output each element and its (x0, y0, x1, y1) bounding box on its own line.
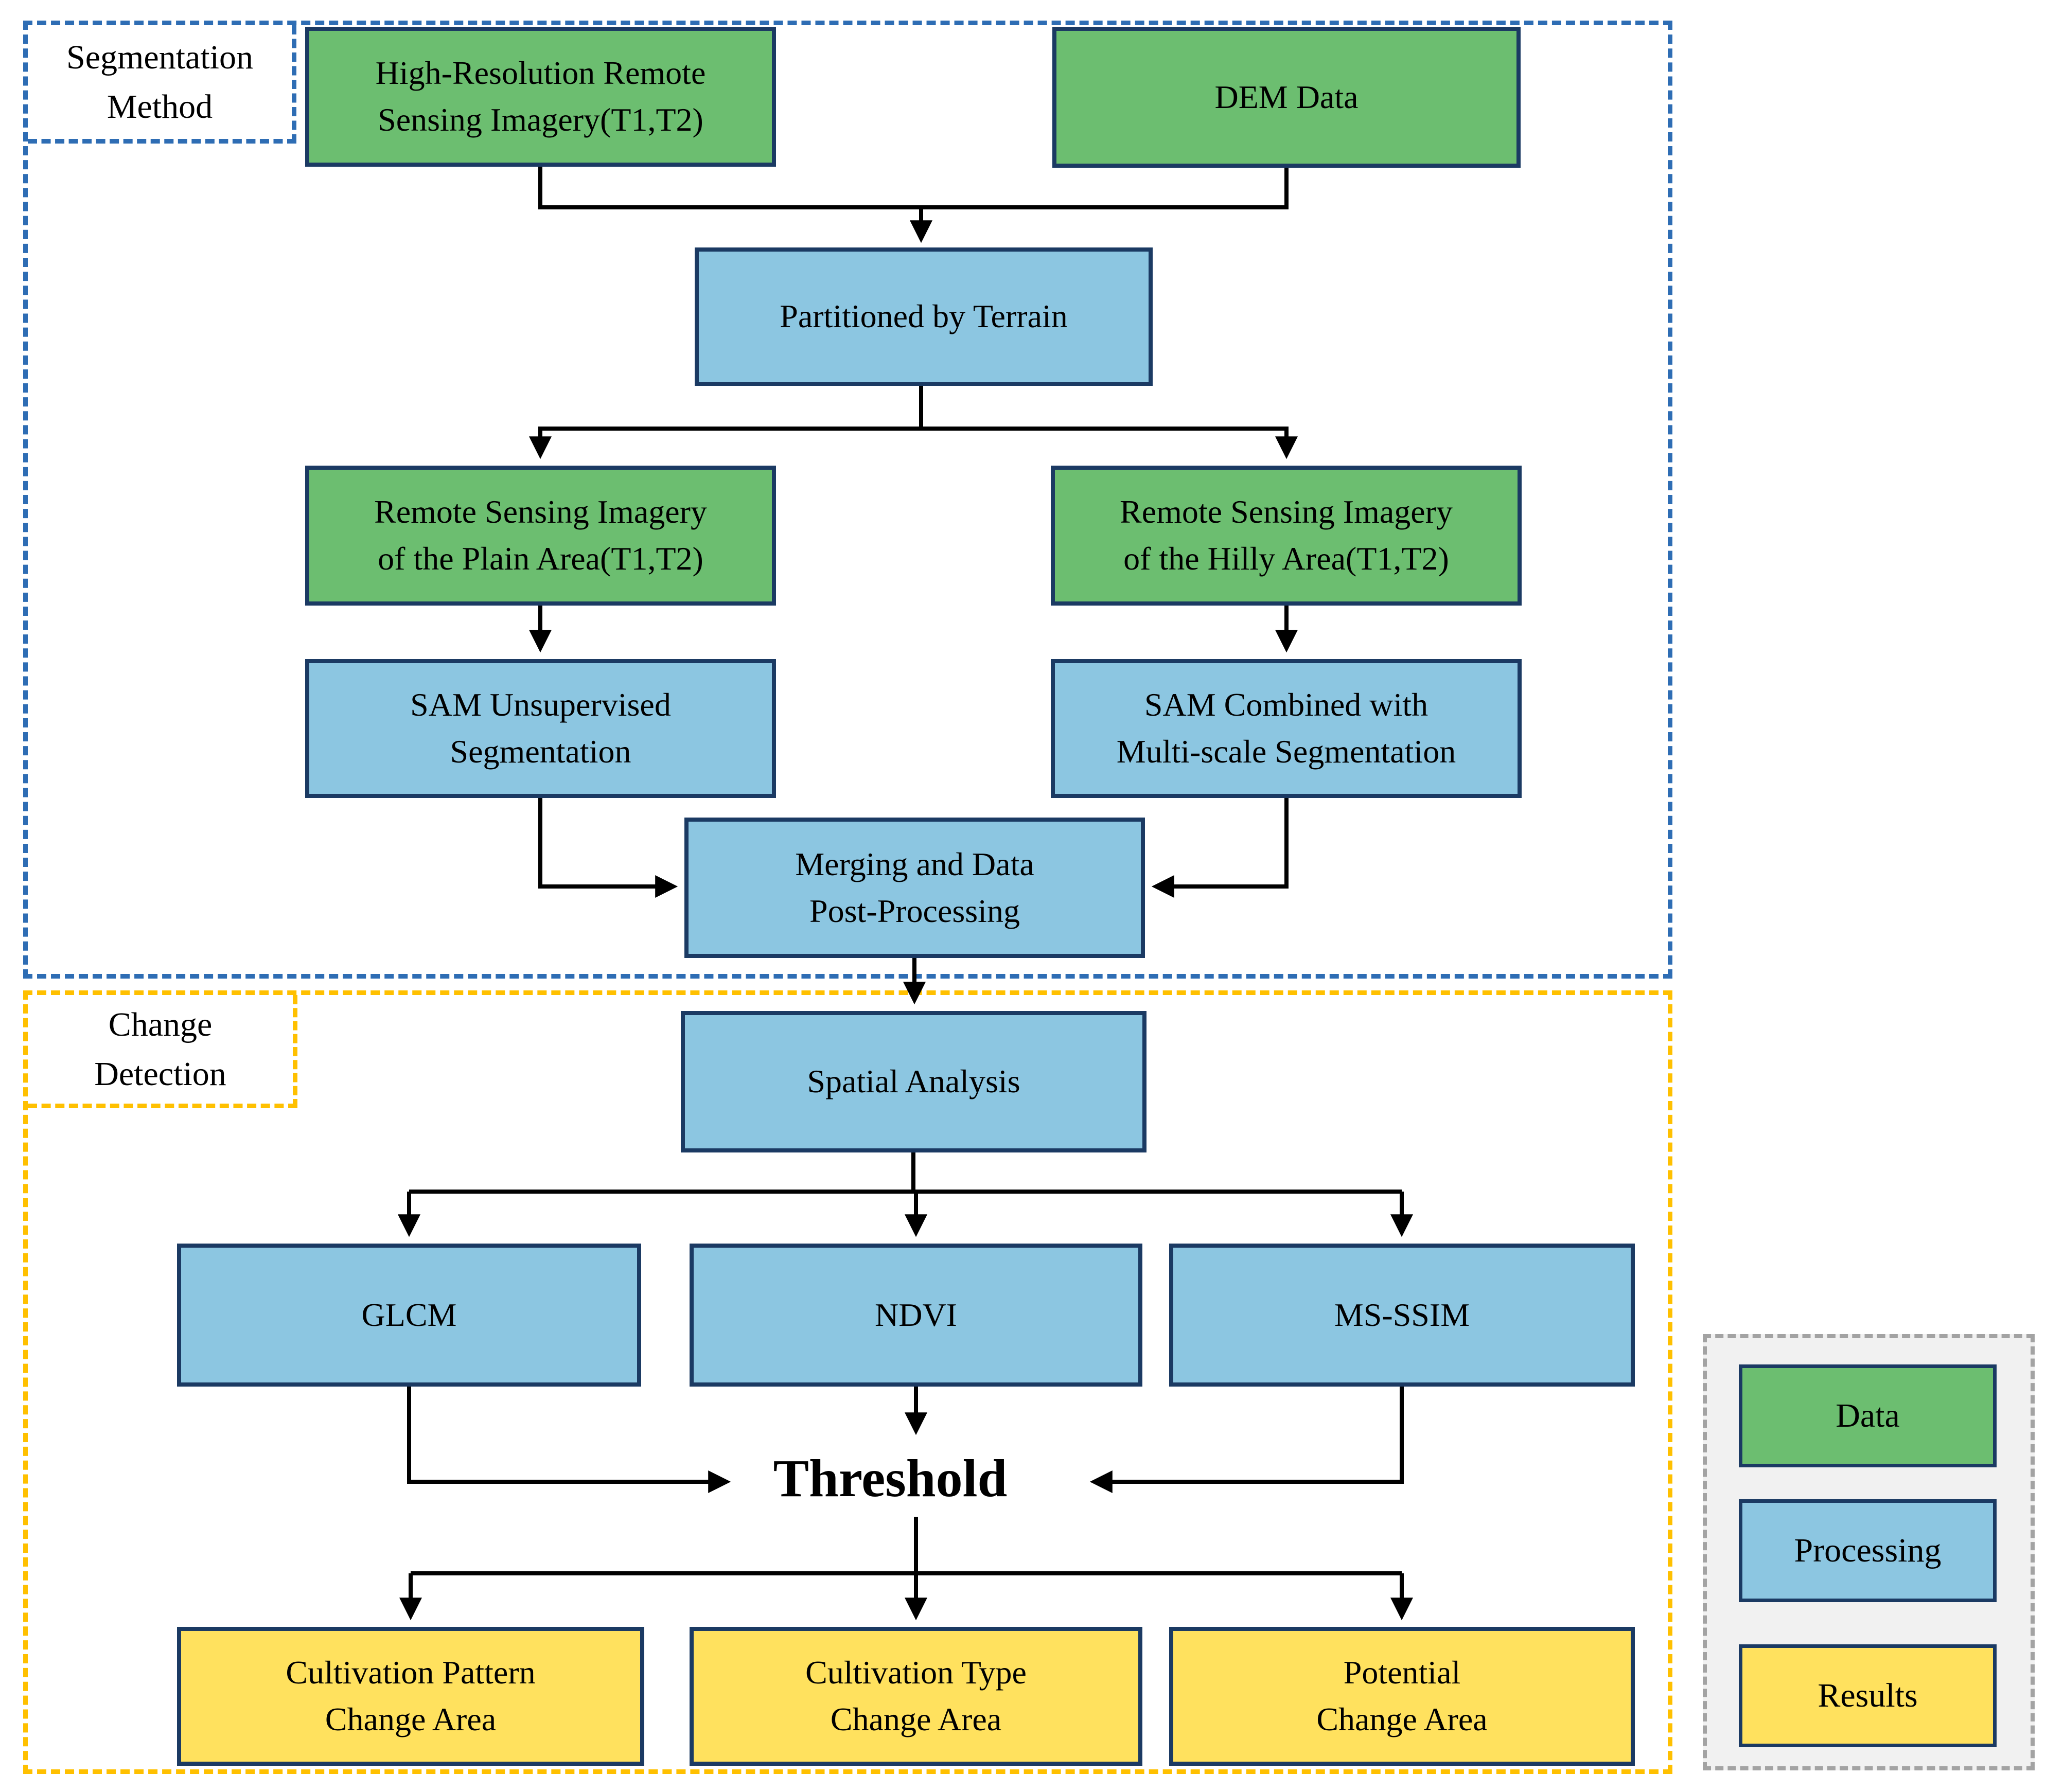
segmentation-label-line2: Method (107, 87, 213, 126)
node-glcm: GLCM (177, 1244, 641, 1387)
node-text: Post-Processing (809, 892, 1020, 929)
node-high-resolution-imagery: High-Resolution Remote Sensing Imagery(T… (305, 27, 776, 167)
node-text: High-Resolution Remote (375, 55, 706, 92)
node-text: Threshold (773, 1448, 1008, 1508)
node-plain-area-imagery: Remote Sensing Imagery of the Plain Area… (305, 466, 776, 606)
node-spatial-analysis: Spatial Analysis (681, 1011, 1147, 1152)
segmentation-label-line1: Segmentation (66, 38, 253, 76)
legend: Data Processing Results (1703, 1334, 2035, 1770)
node-text: MS-SSIM (1334, 1296, 1470, 1333)
node-text: Change Area (325, 1701, 497, 1737)
node-cultivation-pattern-change-area: Cultivation Pattern Change Area (177, 1627, 644, 1766)
node-ms-ssim: MS-SSIM (1169, 1244, 1635, 1387)
node-text: GLCM (361, 1296, 457, 1333)
legend-item-processing: Processing (1739, 1499, 1997, 1602)
node-text: Cultivation Type (805, 1654, 1027, 1691)
node-cultivation-type-change-area: Cultivation Type Change Area (690, 1627, 1142, 1766)
threshold-label: Threshold (736, 1440, 1045, 1517)
node-partitioned-by-terrain: Partitioned by Terrain (695, 247, 1153, 386)
node-sam-unsupervised-segmentation: SAM Unsupervised Segmentation (305, 659, 776, 798)
legend-item-label: Results (1818, 1677, 1918, 1714)
change-detection-section-label: Change Detection (28, 995, 297, 1108)
node-text: Remote Sensing Imagery (374, 493, 707, 530)
node-text: Segmentation (450, 733, 631, 770)
segmentation-section-label: Segmentation Method (28, 25, 296, 144)
node-text: Remote Sensing Imagery (1120, 493, 1453, 530)
node-dem-data: DEM Data (1052, 27, 1521, 168)
node-text: SAM Combined with (1144, 686, 1428, 723)
change-detection-label-line2: Detection (94, 1055, 226, 1093)
node-hilly-area-imagery: Remote Sensing Imagery of the Hilly Area… (1051, 466, 1522, 606)
node-text: NDVI (875, 1296, 957, 1333)
node-text: Merging and Data (795, 845, 1034, 882)
node-text: Spatial Analysis (807, 1063, 1020, 1100)
segmentation-section-frame (23, 21, 1672, 979)
change-detection-section-frame (23, 990, 1672, 1774)
node-text: Partitioned by Terrain (780, 298, 1068, 335)
node-text: DEM Data (1214, 78, 1359, 115)
node-text: Sensing Imagery(T1,T2) (378, 101, 703, 138)
legend-item-results: Results (1739, 1644, 1997, 1747)
legend-item-label: Processing (1794, 1532, 1942, 1569)
node-merging-post-processing: Merging and Data Post-Processing (684, 818, 1145, 958)
node-text: Cultivation Pattern (286, 1654, 536, 1691)
node-potential-change-area: Potential Change Area (1169, 1627, 1635, 1766)
legend-item-label: Data (1836, 1397, 1900, 1434)
node-text: Change Area (830, 1701, 1002, 1737)
change-detection-label-line1: Change (108, 1005, 213, 1043)
node-text: of the Hilly Area(T1,T2) (1123, 540, 1449, 577)
node-text: SAM Unsupervised (410, 686, 671, 723)
node-sam-multiscale-segmentation: SAM Combined with Multi-scale Segmentati… (1051, 659, 1522, 798)
node-text: Multi-scale Segmentation (1116, 733, 1456, 770)
node-text: Change Area (1316, 1701, 1488, 1737)
node-text: of the Plain Area(T1,T2) (378, 540, 703, 577)
legend-item-data: Data (1739, 1364, 1997, 1467)
node-ndvi: NDVI (690, 1244, 1142, 1387)
node-text: Potential (1343, 1654, 1461, 1691)
